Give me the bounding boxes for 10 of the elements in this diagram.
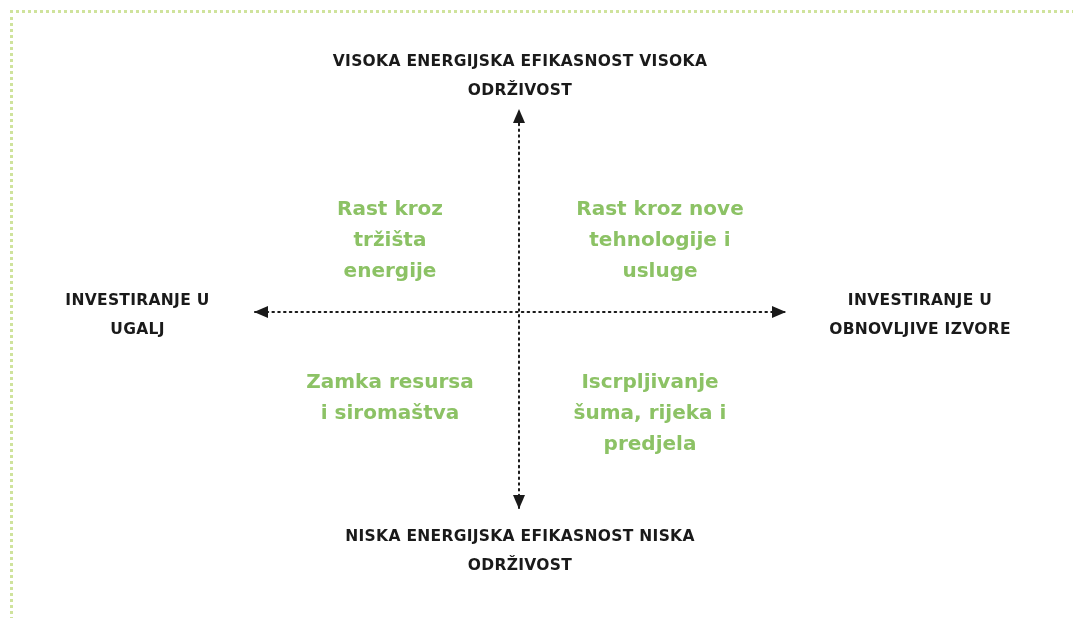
quadrant-label: Rast kroz tržišta energije xyxy=(336,195,444,284)
axis-label: INVESTIRANJE U OBNOVLJIVE IZVORE xyxy=(828,290,1012,340)
axis-label: NISKA ENERGIJSKA EFIKASNOST NISKA ODRŽIVOST xyxy=(344,526,696,576)
axis-label: VISOKA ENERGIJSKA EFIKASNOST VISOKA ODRŽIVOST xyxy=(331,51,709,101)
quadrant-label: Rast kroz nove tehnologije i usluge xyxy=(575,195,745,284)
quadrant-label: Zamka resursa i siromaštva xyxy=(305,368,475,426)
quadrant-label: Iscrpljivanje šuma, rijeka i predjela xyxy=(572,368,728,457)
axis-arrow xyxy=(513,109,525,509)
axis-label: INVESTIRANJE U UGALJ xyxy=(64,290,211,340)
axis-arrow xyxy=(254,306,786,318)
